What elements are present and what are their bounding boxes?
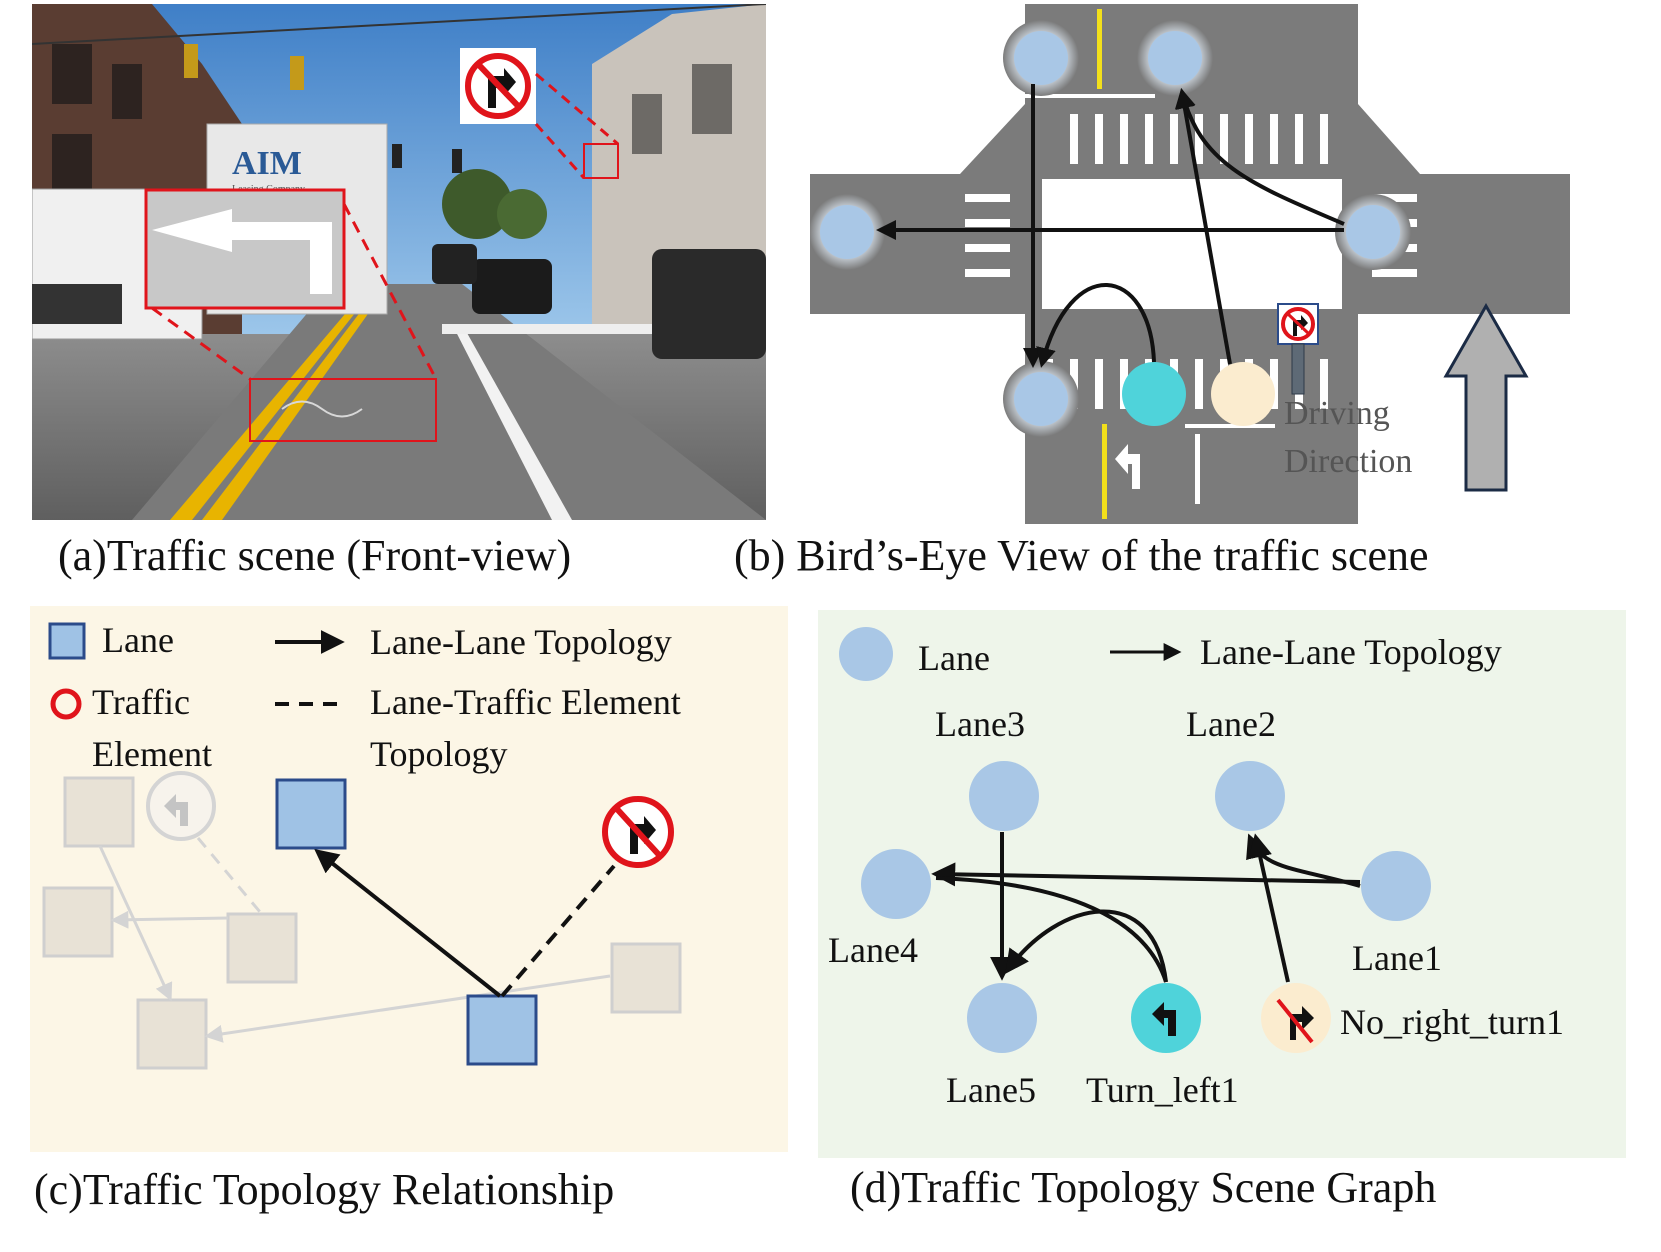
edge-turn-left1-to-lane4 [935,876,1168,983]
bev-lane-node-bottom-left [1014,372,1068,426]
legend-lane-te-label-1: Lane-Traffic Element [370,682,681,722]
bev-scene: Driving Direction [809,4,1570,524]
turn-left1-label: Turn_left1 [1086,1070,1239,1110]
lane2-node [1215,761,1285,831]
legend-d-lane-label: Lane [918,638,990,678]
turn-left-icon [1152,1002,1176,1036]
left-turn-marking-icon [1115,444,1140,489]
edge-lane1-to-lane4 [931,862,1361,887]
panel-d-scene-graph: Lane Lane-Lane Topology Lane3 Lane2 Lane… [818,610,1626,1158]
road-marking-box [249,378,437,442]
no-right-turn1-label: No_right_turn1 [1340,1002,1564,1042]
caption-b: (b) Bird’s-Eye View of the traffic scene [734,531,1429,580]
driving-direction-label-1: Driving [1284,395,1390,432]
legend-lane-label: Lane [102,620,174,660]
driving-direction-arrow-icon [1443,302,1529,492]
lane-te-topology-edge [500,864,616,998]
bev-lane-node-top-right [1148,31,1202,85]
panel-c-topology-relationship: Lane Lane-Lane Topology Traffic Element … [30,606,788,1152]
front-view-scene: AIM Leasing Company [31,3,767,520]
panel-b-birds-eye-view: Driving Direction [809,4,1636,524]
legend-traffic-element-circle [50,688,82,720]
yellow-center-line-top [1097,9,1102,89]
bev-lane-node-top-left [1014,31,1068,85]
jeep [652,249,766,359]
dark-car [472,259,552,314]
white-lane-line [452,324,572,520]
lane1-node [1361,851,1431,921]
bev-no-right-turn-node [1211,362,1275,426]
lane-lane-topology-edge [314,849,502,998]
bev-arrow-right-to-top [1176,88,1345,226]
caption-a: (a)Traffic scene (Front-view) [58,531,572,580]
legend-lane-te-label-2: Topology [370,734,507,774]
no-right-turn-sign-box [583,143,619,179]
legend-lane-lane-label: Lane-Lane Topology [370,622,672,662]
legend-lane-node [839,627,893,681]
legend-traffic-element-label-1: Traffic [92,682,190,722]
bev-lane-node-left [820,205,874,259]
caption-d: (d)Traffic Topology Scene Graph [850,1163,1437,1212]
crosswalk-top [1070,114,1328,164]
left-turn-arrow-icon [152,209,332,294]
lane3-node [969,761,1039,831]
legend-d-lane-lane-label: Lane-Lane Topology [1200,632,1502,672]
bev-arrow-turn-left [1036,283,1156,368]
crosswalk-left [965,194,1010,277]
driving-direction-label-2: Direction [1284,443,1412,480]
lane5-label: Lane5 [946,1070,1036,1110]
edge-turn-left1-to-lane5 [1005,909,1168,983]
lane1-label: Lane1 [1352,938,1442,978]
target-lane-square [275,778,347,850]
bev-lane-node-right [1346,205,1400,259]
yellow-line-2 [202,294,382,520]
lane4-node [861,849,931,919]
edge-no-right-turn1-to-lane2 [1248,833,1290,983]
bev-arrow-straight-up [1174,88,1232,365]
lane5-node [967,983,1037,1053]
legend-lane-square [48,622,86,660]
truck-logo-text: AIM [232,145,302,182]
faded-context-graph [42,771,682,1070]
panel-a-front-view: AIM Leasing Company [31,3,767,520]
scene-graph-diagram: Lane Lane-Lane Topology Lane3 Lane2 Lane… [828,627,1564,1110]
source-lane-square [466,994,538,1066]
topology-relationship-diagram: Lane Lane-Lane Topology Traffic Element … [42,620,682,1070]
lane4-label: Lane4 [828,930,918,970]
yellow-line-1 [170,294,370,520]
no-right-turn-icon [1290,1006,1314,1040]
bev-turn-left-node [1122,362,1186,426]
lane2-label: Lane2 [1186,704,1276,744]
yellow-center-line-bottom [1102,424,1107,519]
lane3-label: Lane3 [935,704,1025,744]
caption-c: (c)Traffic Topology Relationship [34,1165,615,1214]
legend-traffic-element-label-2: Element [92,734,212,774]
